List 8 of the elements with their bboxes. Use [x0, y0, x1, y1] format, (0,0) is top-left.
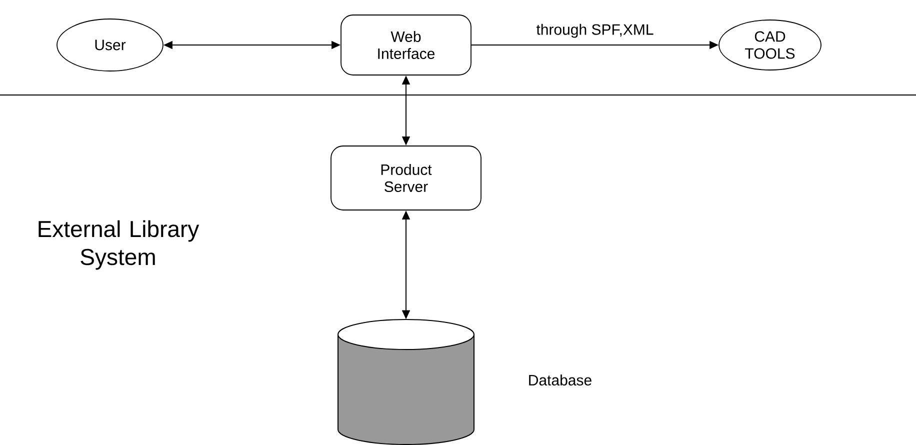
edge-label: through SPF,XML [536, 24, 654, 38]
rounded-box: Web Interface [340, 14, 472, 76]
node-caption: Database [529, 374, 592, 386]
ellipse-node: User [56, 18, 164, 72]
rounded-box: Product Server [330, 146, 482, 210]
database-cylinder [338, 319, 474, 445]
ellipse-node: CAD TOOLS [718, 20, 822, 70]
side-label: External Library System [38, 220, 200, 270]
